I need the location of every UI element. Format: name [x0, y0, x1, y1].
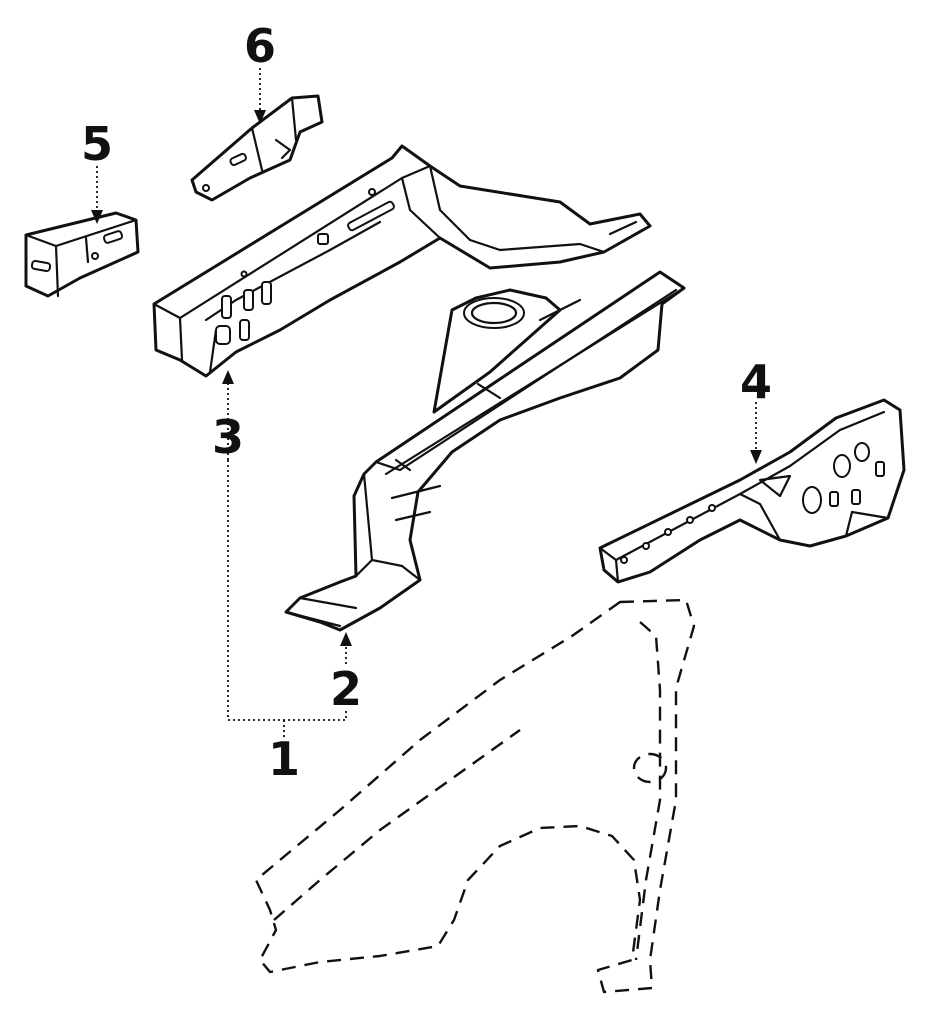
part-2-apron[interactable]: [284, 270, 686, 632]
callout-4: 4: [740, 355, 772, 409]
part-5-bracket[interactable]: [24, 211, 140, 298]
leader-lines: [91, 68, 762, 738]
callout-6: 6: [244, 19, 276, 73]
callout-2: 2: [330, 662, 362, 716]
callout-5: 5: [81, 117, 113, 171]
part-3-frame-rail[interactable]: [152, 144, 652, 378]
part-4-reinforcement[interactable]: [598, 398, 906, 584]
callout-3: 3: [212, 410, 244, 464]
part-6-bracket[interactable]: [190, 94, 324, 202]
callout-1: 1: [268, 732, 300, 786]
fender-outline: [254, 598, 696, 994]
